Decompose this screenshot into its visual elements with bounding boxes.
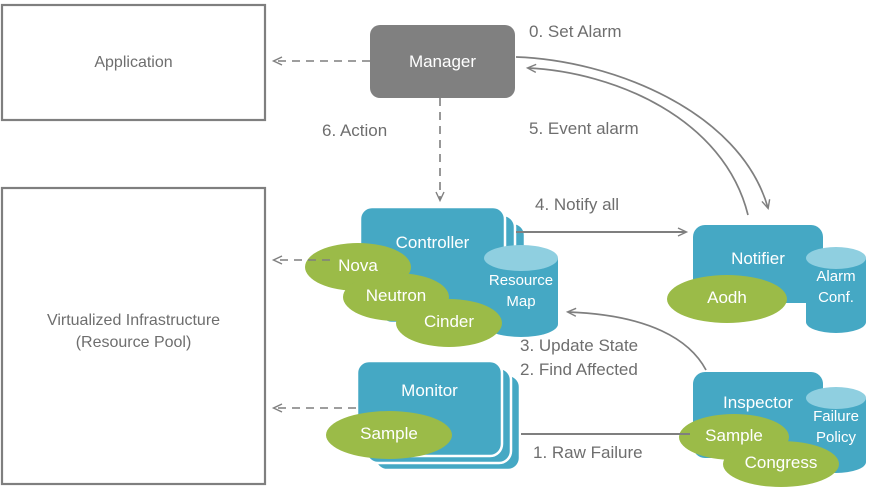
step-2-label: 2. Find Affected [520, 360, 638, 379]
step-6-label: 6. Action [322, 121, 388, 140]
application-box [0, 3, 267, 122]
aodh-tag [667, 275, 787, 323]
step-3-label: 3. Update State [520, 336, 639, 355]
virtualized-infrastructure-box [0, 186, 267, 486]
cinder-tag-label: Cinder [423, 312, 475, 331]
nova-tag-label: Nova [338, 256, 378, 275]
congress-tag-label: Congress [744, 453, 818, 472]
step-0-label: 0. Set Alarm [529, 22, 622, 41]
failure-policy-label-line2: Policy [815, 429, 856, 446]
step-4-label: 4. Notify all [535, 195, 620, 214]
congress-tag [723, 441, 839, 487]
sample-inspector-tag-label: Sample [705, 426, 763, 445]
aodh-tag-label: Aodh [707, 288, 747, 307]
application-box-label: Application [94, 54, 173, 71]
alarm-conf-label-line2: Conf. [818, 289, 854, 306]
manager-node [370, 25, 515, 98]
sample-monitor-tag-label: Sample [360, 424, 418, 443]
alarm-conf-datastore [806, 247, 866, 333]
virtualized-infrastructure-label-line1: Virtualized Infrastructure [46, 312, 221, 329]
edge-update-state [565, 307, 707, 371]
edge-event-alarm [525, 63, 749, 216]
resource-map-datastore [484, 245, 558, 337]
edge-set-alarm [515, 56, 771, 211]
failure-policy-label-line1: Failure [813, 408, 859, 425]
neutron-tag-label: Neutron [365, 286, 427, 305]
virtualized-infrastructure-label-line2: (Resource Pool) [75, 334, 192, 351]
resource-map-label-line1: Resource [488, 272, 554, 289]
cinder-tag [396, 299, 502, 347]
alarm-conf-label-line1: Alarm [816, 268, 856, 285]
resource-map-label-line2: Map [506, 293, 536, 310]
step-1-label: 1. Raw Failure [533, 443, 643, 462]
step-5-label: 5. Event alarm [529, 119, 639, 138]
sample-monitor-tag [326, 411, 452, 459]
